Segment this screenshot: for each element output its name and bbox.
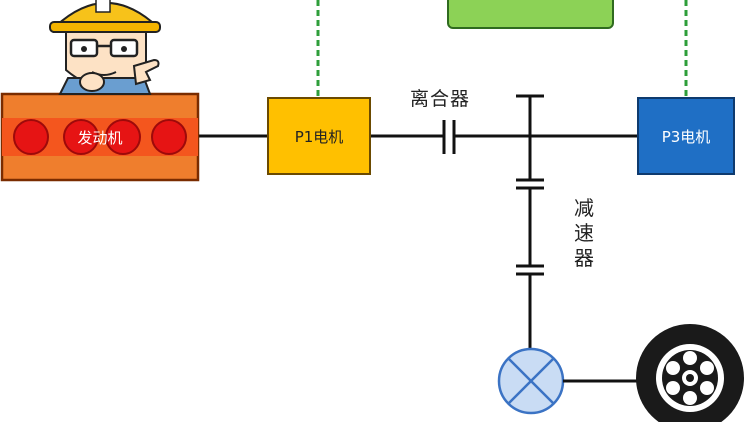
clutch-label: 离合器 [410, 88, 471, 110]
p1-motor-label: P1电机 [294, 127, 344, 146]
differential-icon [497, 347, 565, 415]
reducer-symbol [516, 94, 544, 350]
p3-motor-block [637, 97, 735, 175]
p3-motor-label: P3电机 [661, 127, 711, 146]
worker-mascot-icon [49, 0, 161, 95]
clutch-symbol [442, 120, 456, 154]
engine-label: 发动机 [77, 128, 123, 147]
top-controller-box [447, 0, 614, 29]
p1-motor-block [267, 97, 371, 175]
engine-block [0, 92, 200, 182]
wheel-icon [636, 324, 744, 422]
reducer-label: 减速器 [574, 196, 594, 270]
